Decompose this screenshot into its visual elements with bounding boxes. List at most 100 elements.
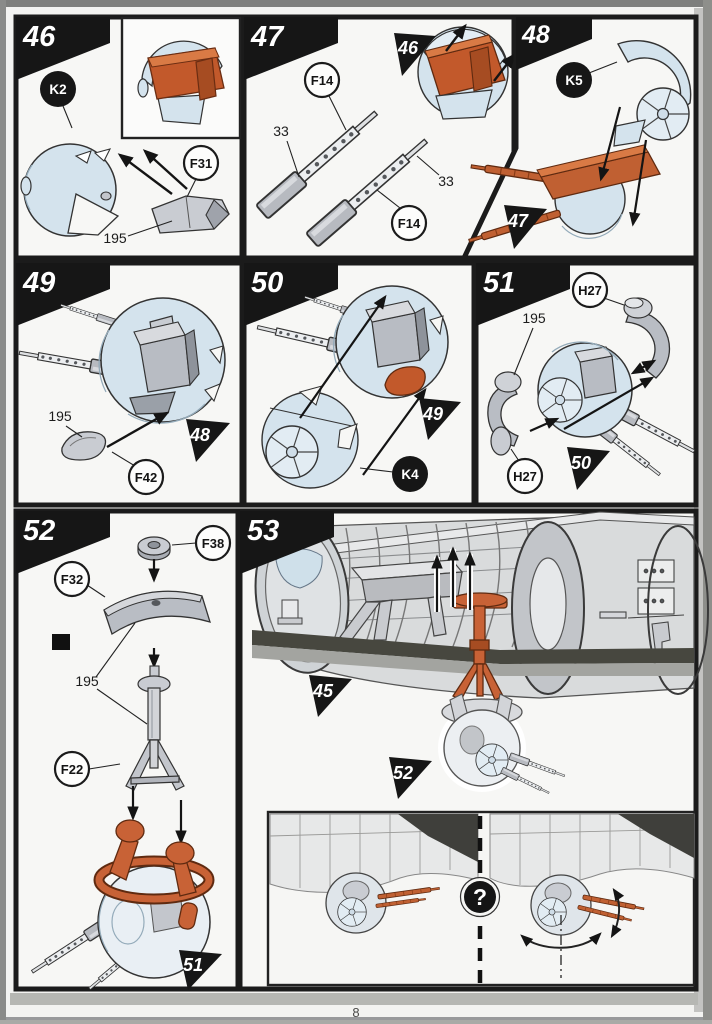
svg-text:195: 195 [522, 310, 546, 326]
panel-47: 47 46 F14 F14 33 33 [241, 14, 517, 261]
part-k2-shell [20, 143, 120, 237]
callout-f14-b: F14 [376, 189, 428, 242]
svg-text:F14: F14 [311, 73, 334, 88]
step51-assembly [28, 819, 215, 993]
svg-text:F42: F42 [135, 470, 157, 485]
svg-text:33: 33 [438, 173, 454, 189]
panel-46: 46 K2 F31 1 [13, 14, 245, 261]
panel-49: 49 195 F42 48 [13, 260, 245, 508]
step-47-corner-badge: 47 [244, 17, 338, 80]
option-inset: ? [266, 810, 696, 987]
ref-badge-51: 51 [179, 950, 222, 990]
step-52-number: 52 [23, 515, 55, 547]
callout-k5: K5 [556, 61, 618, 98]
hanging-ball-turret [438, 693, 567, 797]
ref-badge-45: 45 [309, 675, 352, 717]
paint-swatch-black [52, 634, 70, 650]
step-49-corner-badge: 49 [16, 263, 110, 326]
ref-badge-47: 47 [504, 205, 547, 249]
fuselage-cutaway [252, 511, 709, 699]
callout-f38: F38 [171, 524, 232, 562]
part-f38-grommet [137, 536, 171, 561]
callout-f14-a: F14 [303, 61, 347, 131]
step-51-number: 51 [483, 267, 515, 299]
step-48-number: 48 [521, 21, 550, 49]
part-f31-armour [151, 195, 230, 234]
elevation-arrow [610, 888, 625, 939]
step-50-number: 50 [251, 267, 283, 299]
part-k4-dome [261, 385, 359, 489]
callout-h27-b: H27 [506, 448, 544, 495]
svg-text:48: 48 [189, 425, 210, 445]
svg-text:F32: F32 [61, 572, 83, 587]
assembly-arrow [629, 139, 648, 227]
svg-text:33: 33 [273, 123, 289, 139]
assembly-arrow [362, 387, 427, 476]
wing-shadow [618, 814, 694, 858]
callout-f31: F31 [182, 144, 220, 198]
panel-46-inset [120, 16, 242, 140]
label-33-b: 33 [416, 155, 454, 189]
label-195: 195 [75, 622, 148, 725]
underside-band-light [252, 645, 694, 676]
option-fixed-guns [269, 813, 479, 934]
aft-cut-ring [647, 525, 709, 695]
assembly-arrow [598, 106, 622, 182]
svg-text:50: 50 [571, 453, 591, 473]
ball-turret-sphere [537, 341, 698, 480]
trunnion-left [115, 819, 145, 843]
panel-52: 52 [13, 508, 241, 993]
assembly-arrow [445, 23, 467, 52]
ref-badge-50: 50 [567, 447, 610, 490]
svg-text:195: 195 [48, 408, 72, 424]
panel-51: 51 195 H27 H27 50 [473, 260, 699, 508]
ammo-box [281, 599, 299, 621]
step46-assembly [417, 26, 509, 120]
assembly-arrow [563, 376, 655, 430]
step-49-number: 49 [22, 267, 55, 299]
svg-text:45: 45 [312, 681, 334, 701]
part-h27-arm-left [487, 371, 522, 456]
ref-badge-52: 52 [389, 757, 432, 799]
rotation-arrow [520, 932, 602, 949]
svg-text:46: 46 [397, 38, 419, 58]
svg-text:52: 52 [393, 763, 413, 783]
ref-badge-48: 48 [186, 419, 230, 462]
option-rotating-turret [489, 813, 695, 978]
step-52-corner-badge: 52 [16, 511, 110, 574]
part-support-post [137, 665, 171, 741]
step-46-number: 46 [22, 21, 56, 53]
svg-text:K4: K4 [401, 467, 419, 482]
question-mark: ? [473, 884, 487, 910]
orange-ring [95, 857, 213, 903]
assembly-arrow [106, 411, 170, 449]
turret-seat [157, 94, 206, 125]
insert-arrows [431, 546, 476, 612]
label-195: 195 [48, 408, 83, 438]
ball-turret-sphere [17, 297, 226, 424]
svg-text:K2: K2 [49, 82, 66, 97]
orange-support-column [452, 592, 508, 701]
part-f32-plate [103, 590, 211, 636]
part-f22-tripod [125, 739, 185, 791]
label-33-a: 33 [273, 123, 300, 178]
svg-text:F22: F22 [61, 762, 83, 777]
assembly-arrow [529, 417, 560, 433]
assembly-arrow [493, 52, 516, 82]
panel-shadow-band [10, 993, 698, 1005]
callout-h27-a: H27 [571, 271, 625, 309]
ammo-box-orange [147, 47, 225, 101]
ref-badge-49: 49 [419, 398, 461, 440]
step-53-corner-badge: 53 [240, 511, 334, 574]
step-51-corner-badge: 51 [476, 263, 570, 326]
callout-k2: K2 [40, 71, 76, 129]
svg-text:51: 51 [183, 955, 203, 975]
underside-band-dark [252, 630, 694, 664]
label-195: 195 [513, 310, 546, 376]
step-47-number: 47 [250, 21, 285, 53]
svg-text:K5: K5 [565, 73, 583, 88]
svg-text:H27: H27 [513, 469, 537, 484]
trunnion-right [165, 841, 195, 865]
